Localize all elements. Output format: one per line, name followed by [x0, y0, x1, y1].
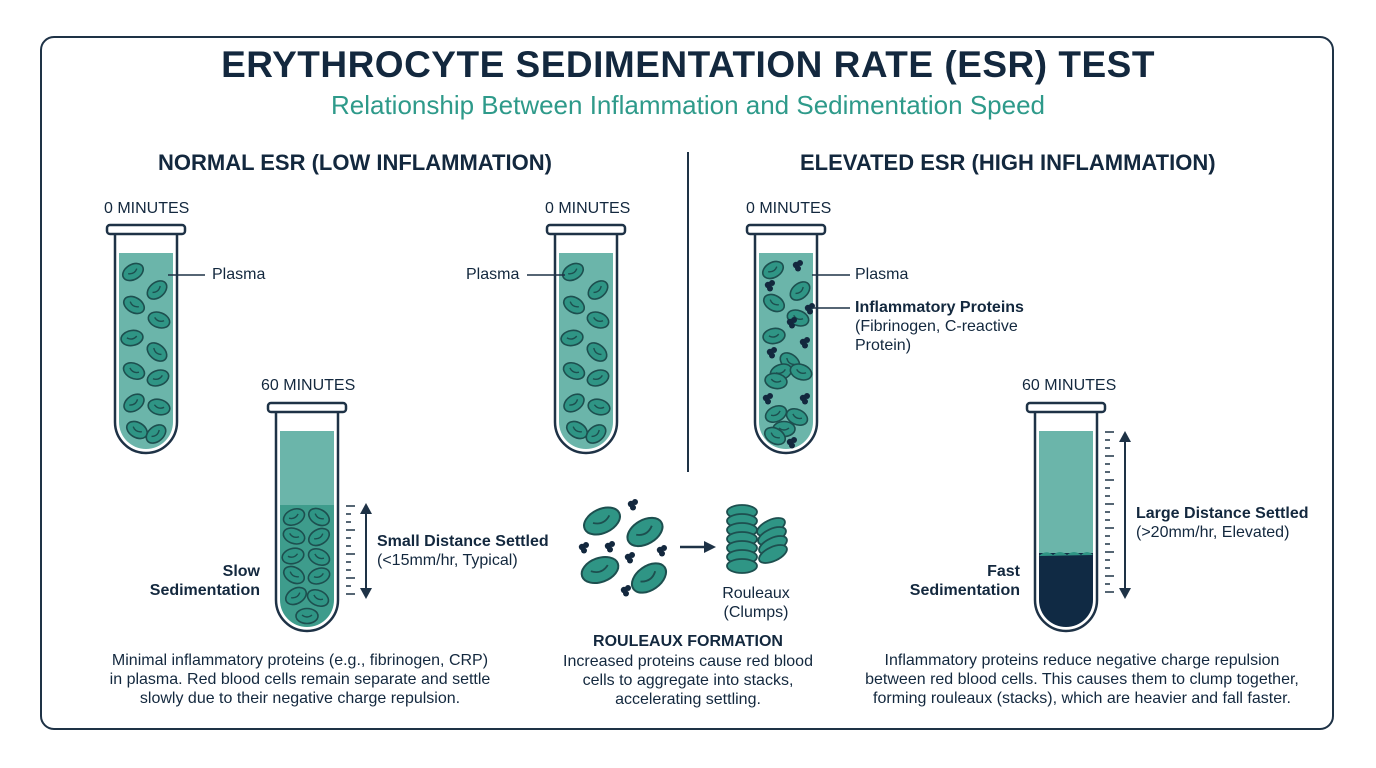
normal-description-line1: Minimal inflammatory proteins (e.g., fib…	[111, 652, 489, 669]
elevated-tube-a-time: 0 MINUTES	[746, 200, 832, 217]
rouleaux-description-line1: Increased proteins cause red blood	[563, 653, 813, 670]
elevated-tube-a-plasma-label: Plasma	[855, 266, 909, 283]
elevated-tube-0min	[745, 223, 850, 455]
diagram-frame	[40, 36, 1334, 730]
elevated-description-line2: between red blood cells. This causes the…	[865, 671, 1299, 688]
fast-sedimentation-line2: Sedimentation	[909, 582, 1020, 599]
slow-sedimentation-line2: Sedimentation	[149, 582, 260, 599]
elevated-tube-60min	[1025, 401, 1131, 633]
normal-esr-heading: NORMAL ESR (LOW INFLAMMATION)	[158, 150, 552, 175]
rouleaux-formation-illustration	[577, 499, 791, 600]
page-title: ERYTHROCYTE SEDIMENTATION RATE (ESR) TES…	[221, 44, 1155, 85]
normal-description-line3: slowly due to their negative charge repu…	[139, 690, 461, 707]
slow-sedimentation-line1: Slow	[222, 563, 260, 580]
normal-tube-a-time: 0 MINUTES	[104, 200, 190, 217]
normal-tube-0min	[105, 223, 205, 455]
inflammatory-proteins-note-line1: (Fibrinogen, C-reactive	[855, 318, 1018, 335]
normal-tube-a-plasma-label: Plasma	[212, 266, 266, 283]
rouleaux-formation-heading: ROULEAUX FORMATION	[593, 633, 783, 650]
small-distance-label: Small Distance Settled	[377, 533, 549, 550]
large-distance-note: (>20mm/hr, Elevated)	[1136, 524, 1290, 541]
rouleaux-description-line2: cells to aggregate into stacks,	[582, 672, 794, 689]
inflammatory-proteins-label: Inflammatory Proteins	[855, 299, 1024, 316]
fast-sedimentation-line1: Fast	[987, 563, 1020, 580]
normal-settled-time: 60 MINUTES	[261, 377, 356, 394]
page-subtitle: Relationship Between Inflammation and Se…	[330, 90, 1045, 120]
elevated-description-line1: Inflammatory proteins reduce negative ch…	[884, 652, 1280, 669]
normal-tube-b-plasma-label: Plasma	[466, 266, 520, 283]
inflammatory-proteins-note-line2: Protein)	[855, 337, 912, 354]
normal-tube-0min-b	[527, 223, 627, 455]
small-distance-note: (<15mm/hr, Typical)	[377, 552, 518, 569]
normal-tube-b-time: 0 MINUTES	[545, 200, 631, 217]
elevated-settled-time: 60 MINUTES	[1022, 377, 1117, 394]
normal-description-line2: in plasma. Red blood cells remain separa…	[109, 671, 491, 688]
elevated-description-line3: forming rouleaux (stacks), which are hea…	[873, 690, 1291, 707]
rouleaux-label-line2: (Clumps)	[723, 604, 789, 621]
large-distance-label: Large Distance Settled	[1136, 505, 1309, 522]
rouleaux-label-line1: Rouleaux	[722, 585, 790, 602]
normal-tube-60min	[266, 401, 372, 633]
rouleaux-description-line3: accelerating settling.	[615, 691, 761, 708]
elevated-esr-heading: ELEVATED ESR (HIGH INFLAMMATION)	[800, 150, 1216, 175]
